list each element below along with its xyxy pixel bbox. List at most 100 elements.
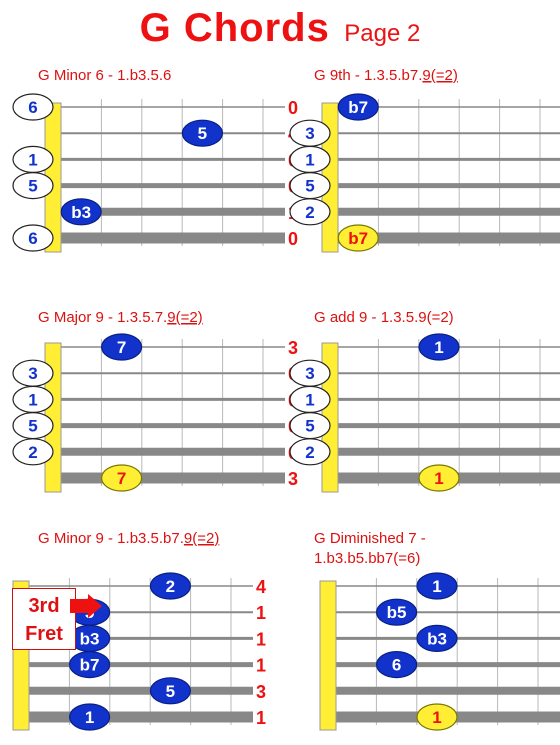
note-label: 3 [28,364,37,383]
note-oval [12,172,54,200]
note-oval [100,333,143,361]
note-oval [416,572,458,600]
note-label: b7 [348,98,368,117]
note-oval [418,333,460,361]
note-label: 1 [28,390,37,409]
note-marker: 7 [100,333,143,361]
chord-diagram-g-minor-9: G Minor 9 - 1.b3.5.b7.9(=2)41113125b3b75… [12,530,266,731]
chord-caption: G 9th - 1.3.5.b7.9(=2) [314,67,458,84]
note-marker: 5 [289,412,331,440]
chord-diagram-g-add-9: G add 9 - 1.3.5.9(=2)300003131521 [289,309,560,493]
note-marker: 1 [416,703,458,731]
note-label: 1 [28,150,37,169]
callout-line-2: Fret [25,623,63,645]
note-oval [68,650,111,679]
note-marker: 5 [289,172,331,200]
note-oval [337,224,379,252]
note-oval [149,572,191,600]
note-marker: 3 [289,119,331,147]
note-label: 6 [28,229,37,248]
note-oval [376,598,418,626]
title-subtitle: Page 2 [344,20,421,47]
page-title: G Chords Page 2 [0,6,560,51]
note-marker: 2 [149,572,191,600]
note-marker: 1 [418,333,460,361]
note-marker: 1 [289,145,331,173]
note-label: 5 [166,682,175,701]
note-oval [149,677,191,705]
note-oval [100,464,143,492]
note-oval [416,624,458,653]
note-label: b7 [348,229,368,248]
note-oval [289,198,331,226]
note-oval [68,703,111,731]
note-label: 5 [28,417,37,436]
fret-number: 1 [256,603,266,623]
note-oval [12,224,54,252]
callout-line-1: 3rd [28,595,60,617]
note-marker: 6 [12,224,54,252]
fret-number: 0 [288,98,298,118]
fret-number: 3 [288,338,298,358]
note-oval [60,198,102,226]
note-marker: 5 [181,119,223,147]
fret-number: 3 [288,469,298,489]
note-label: 2 [166,577,175,596]
note-marker: 2 [12,438,54,466]
note-label: 2 [28,443,37,462]
note-marker: 5 [149,677,191,705]
note-label: 3 [305,124,314,143]
chord-caption: 1.b3.b5.bb7(=6) [314,550,420,567]
chord-caption: G Minor 9 - 1.b3.5.b7.9(=2) [38,530,219,547]
callout-arrow-icon [70,594,102,618]
note-oval [289,438,331,466]
note-marker: b3 [60,198,102,226]
note-marker: b7 [68,650,111,679]
note-marker: 1 [68,703,111,731]
title-main: G Chords [139,6,330,50]
note-label: b7 [80,656,100,675]
caption-underlined-part: 9(=2) [167,309,202,326]
note-oval [337,93,379,121]
chord-diagram-g-minor-6: G Minor 6 - 1.b3.5.60400106515b36 [12,67,298,253]
note-label: 5 [198,124,207,143]
note-label: 6 [392,656,401,675]
note-oval [416,703,458,731]
note-label: 1 [434,469,443,488]
note-oval [12,93,54,121]
fret-number: 0 [288,229,298,249]
note-label: 7 [117,338,126,357]
fret-number: 4 [256,577,266,597]
note-marker: 2 [289,438,331,466]
note-marker: 1 [289,385,331,413]
note-label: 2 [305,203,314,222]
note-label: 5 [305,177,314,196]
note-marker: 5 [12,412,54,440]
note-marker: 3 [289,359,331,387]
note-label: 1 [85,708,94,727]
note-marker: 7 [100,464,143,492]
chord-diagram-g-9th: G 9th - 1.3.5.b7.9(=2)300003b73152b7 [289,67,560,253]
caption-underlined-part: 9(=2) [422,67,457,84]
note-marker: b7 [337,224,379,252]
note-marker: 3 [12,359,54,387]
note-marker: 1 [416,572,458,600]
chord-diagram-g-major-9: G Major 9 - 1.3.5.7.9(=2)300003731527 [12,309,298,493]
note-label: b3 [71,203,91,222]
note-label: 5 [305,417,314,436]
fret-number: 3 [256,682,266,702]
fret-number: 1 [256,629,266,649]
note-label: 2 [305,443,314,462]
note-label: b3 [427,629,447,648]
note-marker: 5 [12,172,54,200]
nut-bar [319,580,337,731]
note-marker: 2 [289,198,331,226]
note-marker: b5 [376,598,418,626]
note-label: 1 [432,708,441,727]
caption-underlined-part: 9(=2) [184,530,219,547]
note-marker: 6 [12,93,54,121]
note-oval [418,464,460,492]
fret-number: 1 [256,656,266,676]
note-marker: 1 [12,385,54,413]
